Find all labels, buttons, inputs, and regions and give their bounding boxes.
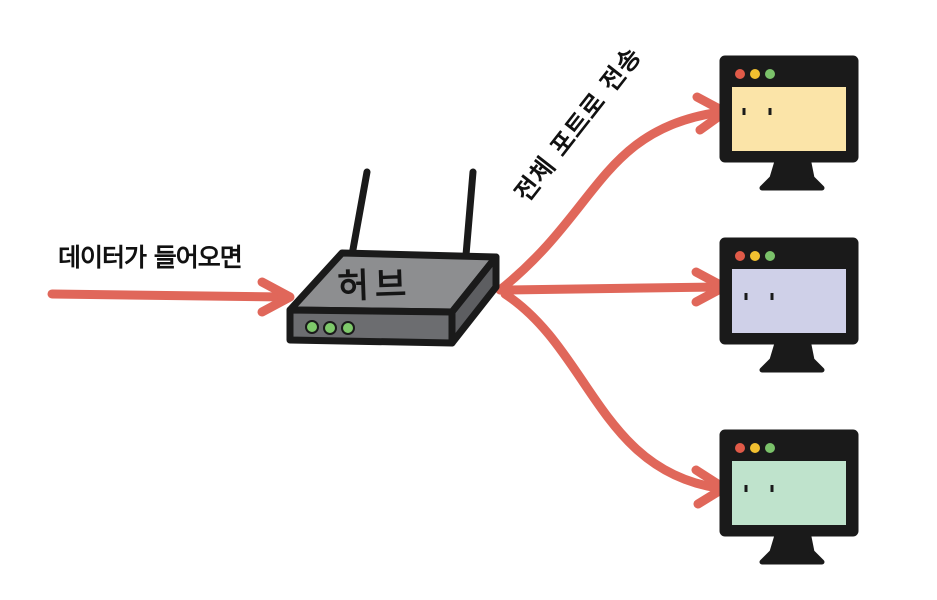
incoming-arrow [47, 289, 290, 302]
computer-middle [719, 237, 859, 373]
incoming-data-label: 데이터가 들어오면 [58, 243, 243, 272]
window-maximize-icon [765, 69, 775, 79]
window-maximize-icon [765, 251, 775, 261]
led-1-icon [305, 320, 319, 334]
incoming-arrowhead [257, 277, 295, 317]
window-minimize-icon [750, 251, 760, 261]
monitor-screen [730, 459, 848, 527]
outgoing-arrow-top [495, 107, 725, 295]
computer-bottom [719, 429, 859, 565]
led-3-icon [341, 321, 355, 335]
antenna-left-icon [348, 168, 371, 259]
window-maximize-icon [765, 443, 775, 453]
led-2-icon [323, 321, 337, 335]
hub-device [286, 168, 500, 347]
window-close-icon [735, 69, 745, 79]
window-minimize-icon [750, 443, 760, 453]
outgoing-arrow-bottom [500, 289, 723, 493]
hub-side-face [448, 253, 500, 347]
antenna-right-icon [462, 168, 477, 259]
window-minimize-icon [750, 69, 760, 79]
monitor-screen [730, 267, 848, 335]
hub-label: 허브 [337, 264, 413, 307]
monitor-screen [730, 85, 848, 153]
window-close-icon [735, 251, 745, 261]
window-close-icon [735, 443, 745, 453]
computer-top [719, 55, 859, 191]
outgoing-arrow-middle [500, 282, 723, 295]
